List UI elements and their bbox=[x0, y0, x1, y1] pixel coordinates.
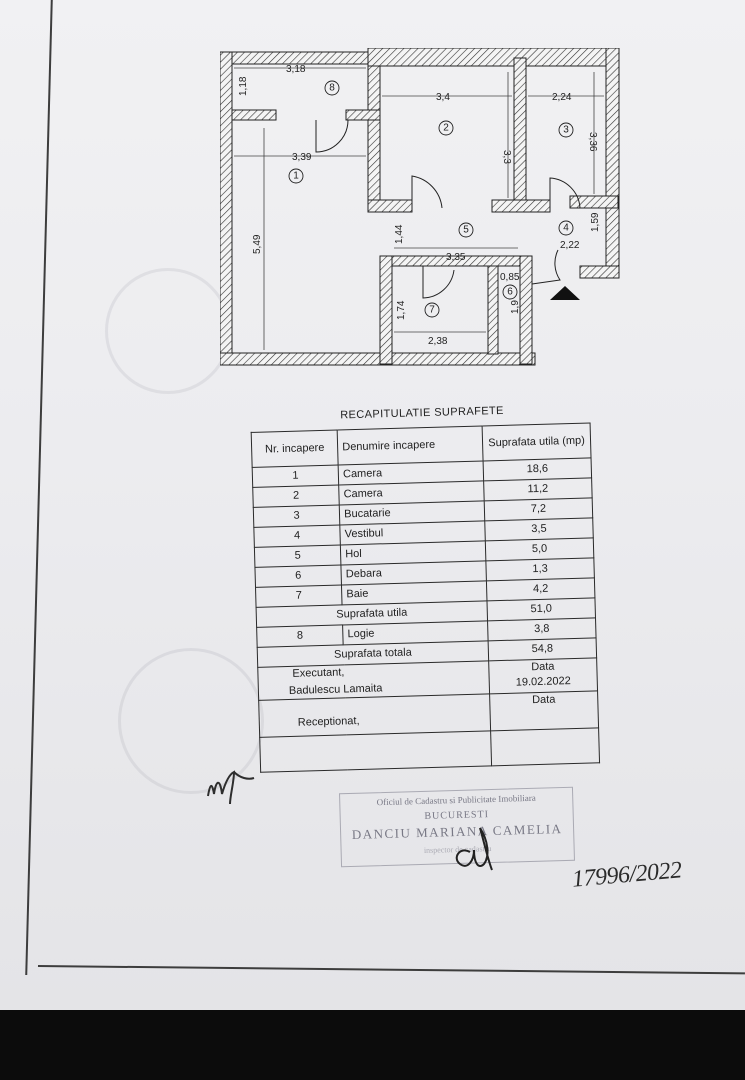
svg-text:3,3: 3,3 bbox=[501, 150, 512, 164]
floor-plan: 3,18 1,18 3,4 2,24 3,39 3,3 3,36 5,49 1,… bbox=[220, 48, 620, 366]
room-number: 8 bbox=[256, 624, 344, 648]
stamp-office: Oficiul de Cadastru si Publicitate Imobi… bbox=[376, 792, 536, 808]
faint-stamp-bottom bbox=[118, 648, 264, 794]
svg-text:5,49: 5,49 bbox=[252, 234, 263, 254]
frame-line-left bbox=[25, 0, 53, 975]
executor-date-cell: Data 19.02.2022 bbox=[488, 657, 598, 694]
table-title: RECAPITULATIE SUPRAFETE bbox=[340, 404, 504, 422]
frame-line-bottom bbox=[37, 965, 745, 974]
blank-cell bbox=[259, 730, 492, 773]
svg-text:3,35: 3,35 bbox=[446, 252, 466, 263]
svg-text:8: 8 bbox=[329, 83, 335, 94]
room-number: 7 bbox=[255, 584, 343, 608]
svg-text:2,22: 2,22 bbox=[560, 240, 580, 251]
svg-text:2,24: 2,24 bbox=[552, 92, 572, 103]
room-number: 6 bbox=[254, 564, 342, 588]
svg-text:6: 6 bbox=[507, 287, 513, 298]
svg-text:3,39: 3,39 bbox=[292, 152, 312, 163]
entrance-arrow-icon bbox=[550, 286, 580, 300]
svg-text:3,36: 3,36 bbox=[587, 132, 598, 152]
receiver-label: Receptionat, bbox=[297, 714, 360, 729]
room-number: 3 bbox=[253, 504, 340, 528]
svg-text:5: 5 bbox=[463, 225, 469, 236]
dark-background bbox=[0, 1010, 745, 1080]
plan-walls bbox=[220, 48, 620, 366]
svg-text:2: 2 bbox=[443, 123, 449, 134]
room-number: 2 bbox=[252, 484, 340, 508]
svg-text:4: 4 bbox=[563, 223, 569, 234]
initials-signature bbox=[207, 770, 255, 805]
receiver-date-cell: Data bbox=[489, 690, 599, 731]
area-summary-table: Nr. incapere Denumire incapere Suprafata… bbox=[251, 422, 600, 773]
plan-dimensions: 3,18 1,18 3,4 2,24 3,39 3,3 3,36 5,49 1,… bbox=[238, 64, 601, 347]
svg-text:1,44: 1,44 bbox=[394, 224, 405, 244]
receiver-date-label: Data bbox=[531, 693, 556, 707]
room-number: 1 bbox=[252, 465, 339, 488]
svg-text:3,4: 3,4 bbox=[436, 92, 450, 103]
area-summary: RECAPITULATIE SUPRAFETE Nr. incapere Den… bbox=[248, 398, 619, 808]
registration-number: 17996/2022 bbox=[571, 857, 683, 893]
executor-date: 19.02.2022 bbox=[515, 675, 571, 689]
inspector-signature bbox=[455, 827, 493, 871]
svg-text:3,18: 3,18 bbox=[286, 64, 306, 75]
svg-text:0,85: 0,85 bbox=[500, 272, 520, 283]
svg-text:1: 1 bbox=[293, 171, 299, 182]
plan-doors bbox=[315, 119, 581, 299]
svg-text:1,18: 1,18 bbox=[238, 76, 249, 96]
room-number: 5 bbox=[254, 544, 342, 568]
receiver-cell: Receptionat, bbox=[258, 693, 491, 738]
plan-room-numbers bbox=[288, 80, 574, 318]
header-area: Suprafata utila (mp) bbox=[482, 422, 592, 461]
svg-text:1,74: 1,74 bbox=[396, 300, 407, 320]
svg-text:1,9: 1,9 bbox=[510, 300, 521, 314]
blank-cell bbox=[490, 727, 600, 766]
header-name: Denumire incapere bbox=[337, 425, 484, 466]
plan-room-number-labels: 8 1 2 3 4 5 6 7 bbox=[293, 83, 569, 316]
svg-text:1,59: 1,59 bbox=[590, 212, 601, 232]
header-number: Nr. incapere bbox=[251, 430, 339, 468]
plan-dimension-lines bbox=[234, 67, 604, 350]
faint-stamp-top bbox=[105, 268, 231, 394]
svg-text:3: 3 bbox=[563, 125, 569, 136]
room-number: 4 bbox=[253, 524, 341, 548]
svg-text:2,38: 2,38 bbox=[428, 336, 448, 347]
svg-text:7: 7 bbox=[429, 305, 435, 316]
document-page: 3,18 1,18 3,4 2,24 3,39 3,3 3,36 5,49 1,… bbox=[0, 0, 745, 1010]
